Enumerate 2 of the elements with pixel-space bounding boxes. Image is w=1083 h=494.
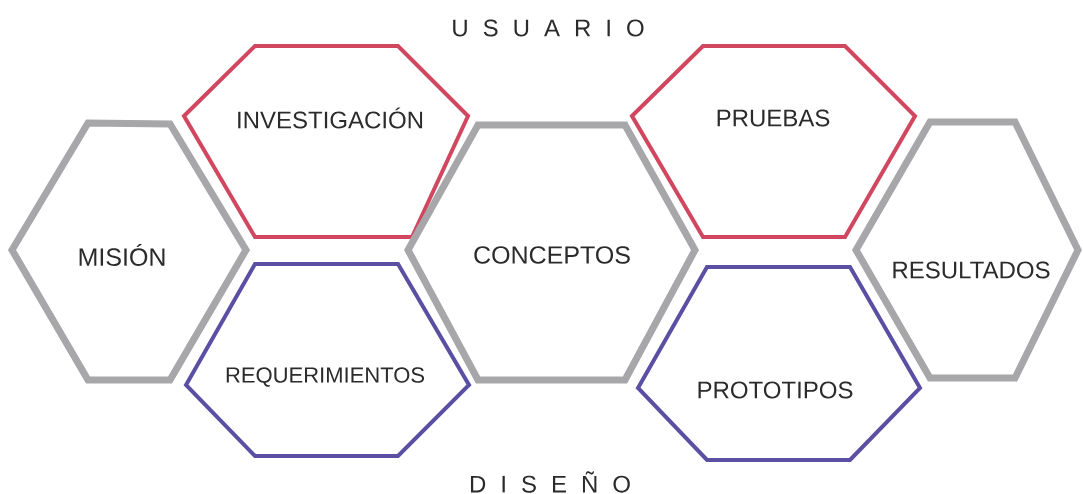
axis-label: D I S E Ñ O xyxy=(471,471,630,493)
axis-label: U S U A R I O xyxy=(453,19,644,37)
